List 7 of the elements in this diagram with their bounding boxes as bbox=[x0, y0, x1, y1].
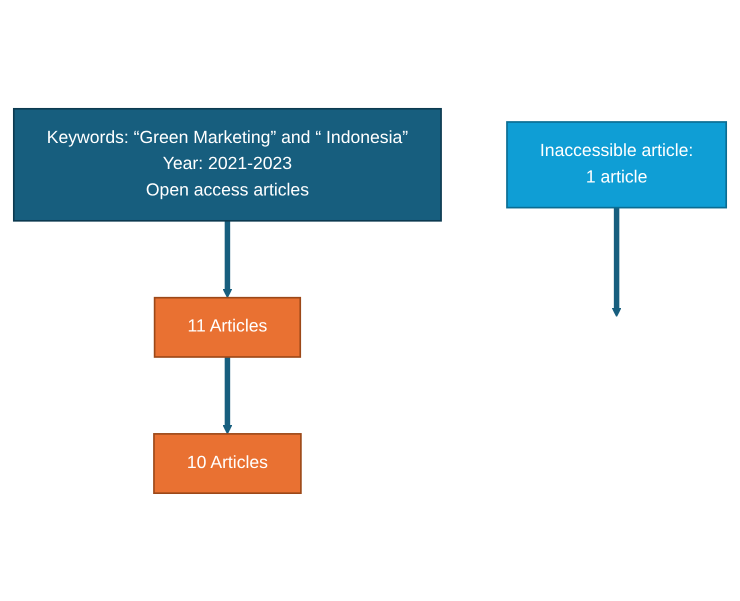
node-box: Inaccessible article: 1 article bbox=[506, 120, 728, 208]
arrow bbox=[612, 207, 622, 317]
arrow bbox=[222, 220, 232, 298]
node-box: 11 Articles bbox=[154, 296, 302, 358]
node-box: 10 Articles bbox=[153, 432, 302, 494]
arrow bbox=[222, 356, 232, 434]
node-box: Keywords: “Green Marketing” and “ Indonesia” Year: 2021-2023 Open access articles bbox=[12, 107, 442, 222]
